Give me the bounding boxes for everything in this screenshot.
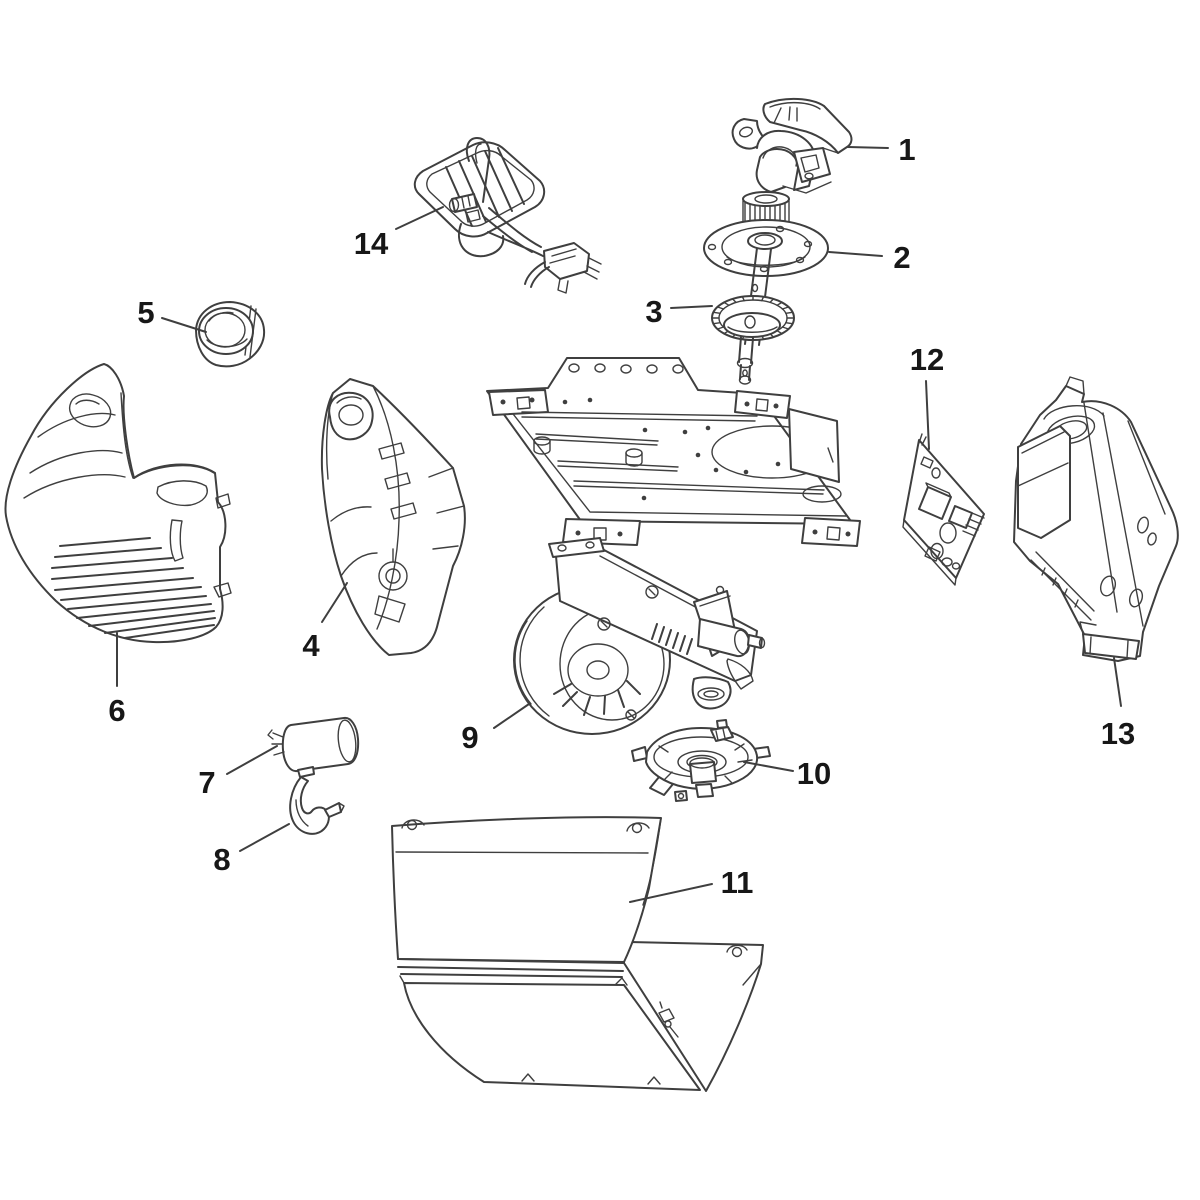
part-number-label-8: 8 [213, 842, 230, 877]
part-2-drawing [703, 191, 829, 346]
part-number-label-11: 11 [721, 865, 754, 900]
part-7-drawing [267, 716, 360, 773]
leader-line-part-8 [239, 823, 290, 852]
leader-line-part-2 [828, 251, 883, 257]
part-9-drawing [513, 537, 766, 735]
part-6-drawing [4, 363, 232, 644]
part-number-label-3: 3 [645, 294, 662, 329]
part-1-drawing [731, 98, 853, 194]
part-number-label-12: 12 [910, 342, 944, 377]
part-number-label-10: 10 [797, 756, 831, 791]
leader-line-part-3 [670, 305, 713, 309]
leader-line-part-11 [629, 883, 713, 903]
leader-line-part-7 [226, 745, 278, 775]
part-5-drawing [195, 301, 266, 368]
part-number-label-6: 6 [108, 693, 125, 728]
chassis-plate-drawing [486, 357, 861, 547]
leader-line-part-14 [395, 206, 444, 230]
part-number-label-1: 1 [898, 132, 915, 167]
leader-line-part-13 [1113, 657, 1122, 707]
vent-slats [51, 537, 216, 639]
part-number-label-2: 2 [893, 240, 910, 275]
part-8-drawing [289, 766, 345, 835]
part-3-drawing [711, 295, 795, 385]
leader-line-part-9 [493, 703, 530, 729]
part-13-drawing [1013, 376, 1179, 662]
leader-line-part-4 [321, 582, 348, 623]
part-number-label-7: 7 [198, 765, 215, 800]
part-number-label-14: 14 [354, 226, 389, 261]
leader-line-part-10 [743, 761, 794, 772]
part-11-drawing [391, 816, 764, 1092]
part-number-label-4: 4 [302, 628, 320, 663]
leader-line-part-5 [161, 317, 207, 333]
part-number-label-9: 9 [461, 720, 478, 755]
part-12-drawing [902, 433, 985, 586]
leader-line-part-1 [847, 146, 889, 149]
part-number-label-5: 5 [137, 295, 154, 330]
part-10-drawing [631, 719, 771, 802]
part-14-drawing [413, 137, 602, 294]
part-number-label-13: 13 [1101, 716, 1135, 751]
part-4-drawing [320, 378, 466, 656]
leader-line-part-12 [925, 380, 930, 450]
